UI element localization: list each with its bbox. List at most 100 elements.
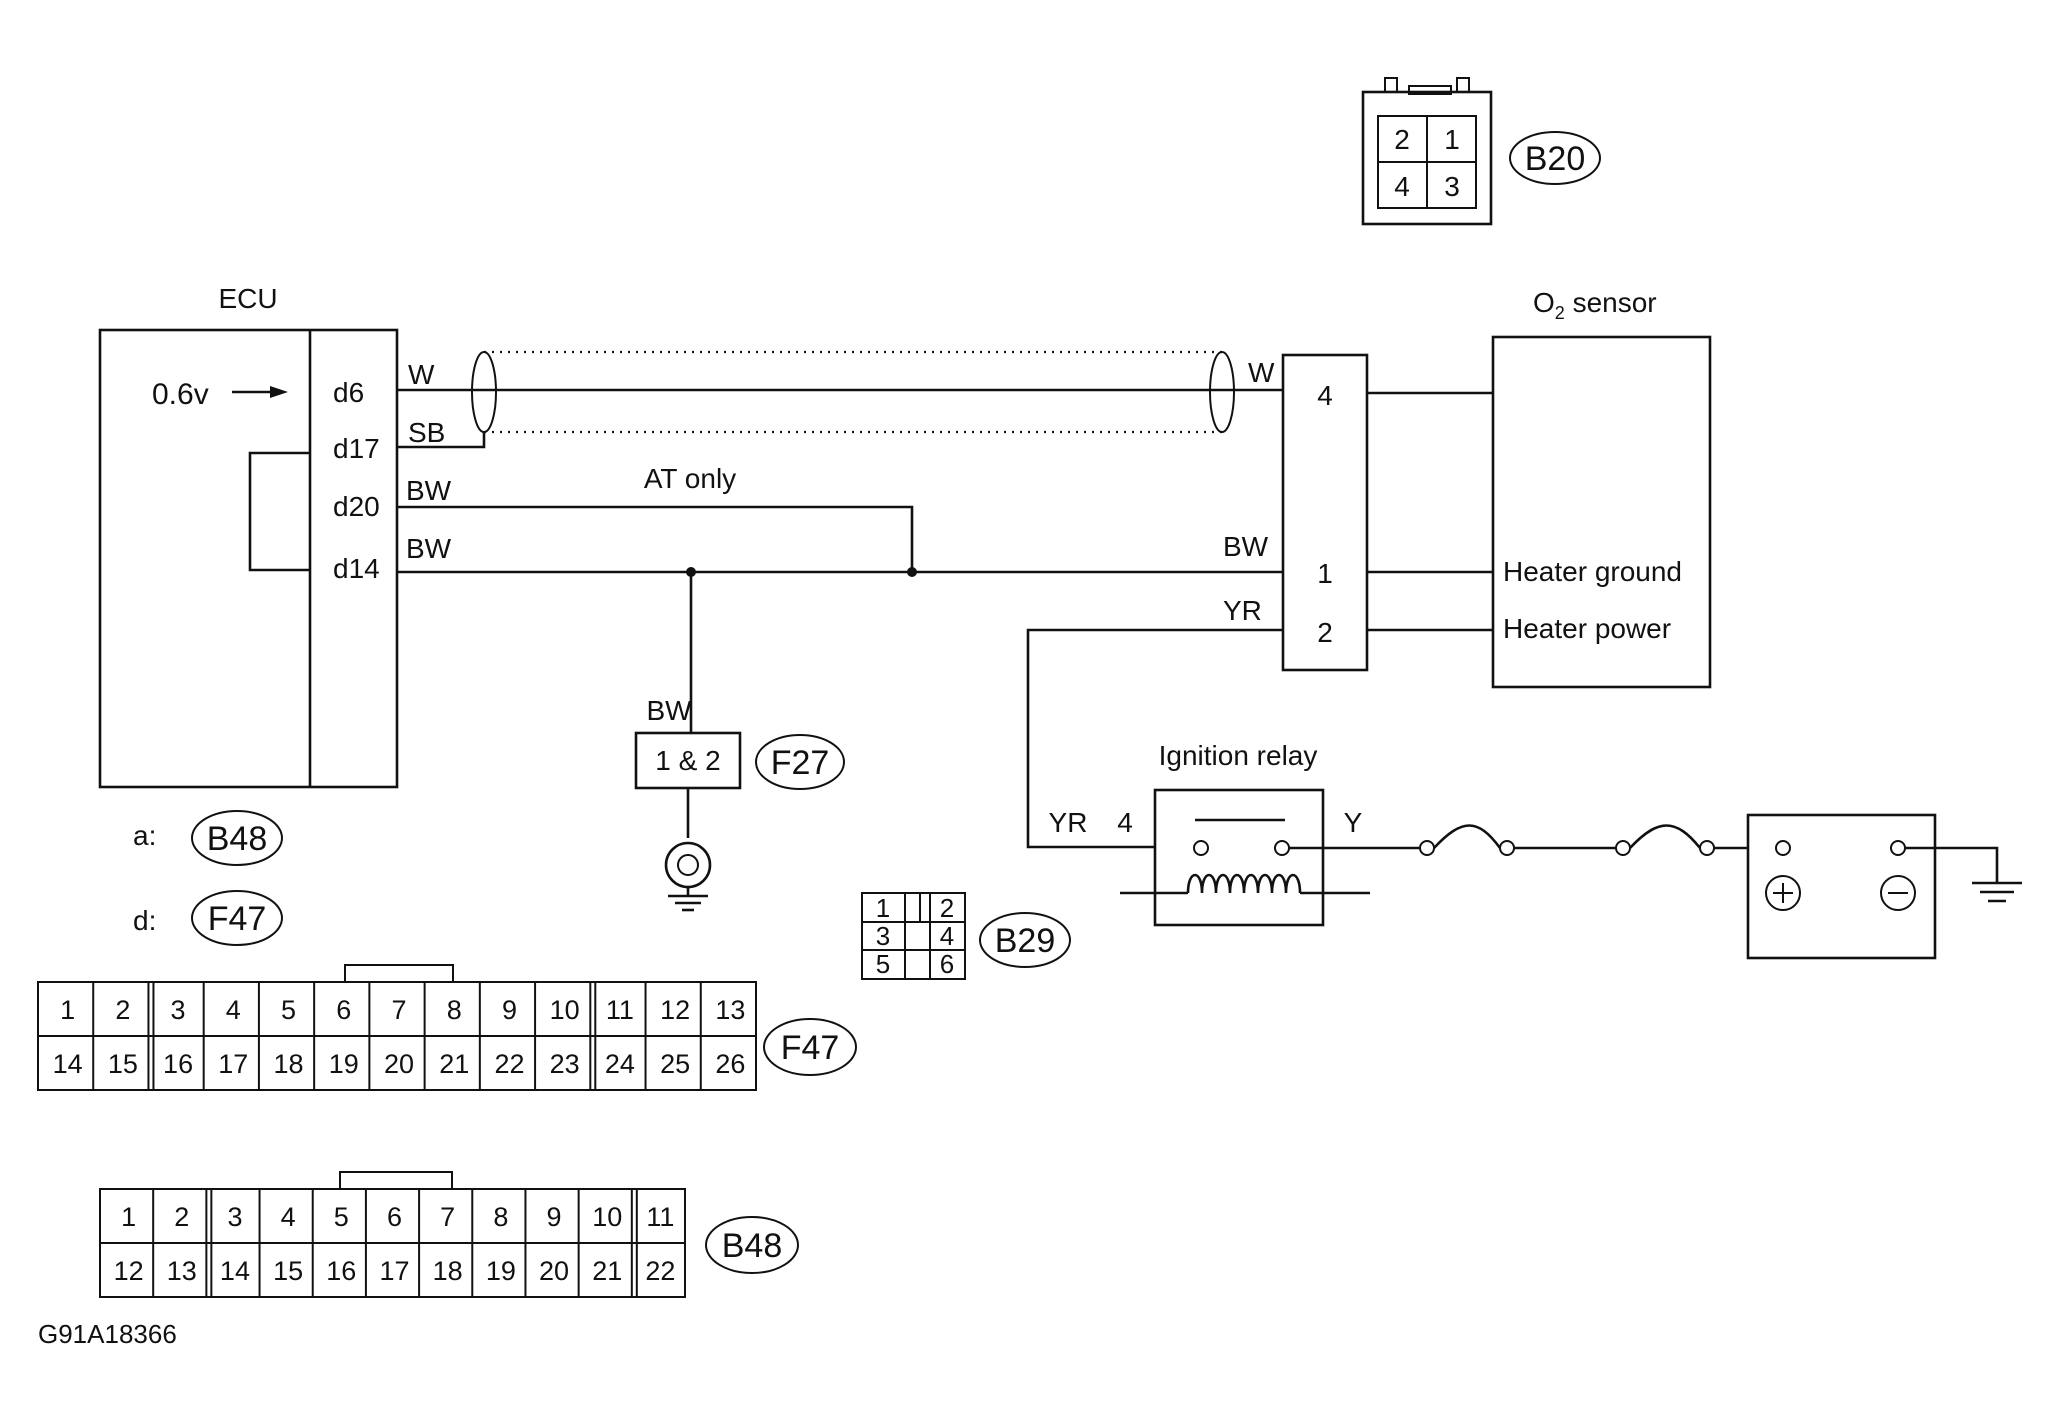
o2-pin-heater-ground: Heater ground: [1503, 556, 1682, 587]
f47-pin-10: 10: [550, 995, 580, 1025]
relay-coil-icon: [1186, 873, 1302, 894]
ignition-relay-title: Ignition relay: [1159, 740, 1318, 771]
ground-terminal-icon: [664, 841, 712, 912]
connector-b29: 1 2 3 4 5 6 B29: [861, 892, 1071, 980]
b48-pin-9: 9: [547, 1202, 562, 1232]
wiring: W SB BW BW AT only W BW YR: [397, 350, 1283, 849]
battery: [1746, 813, 2022, 960]
legend-a-key: a:: [133, 820, 156, 851]
ground-wire-label: BW: [646, 695, 692, 726]
f47-badge: F47: [781, 1029, 840, 1067]
b48-pin-4: 4: [281, 1202, 296, 1232]
minus-icon: [1880, 875, 1916, 911]
legend: a: B48 d: F47: [133, 810, 283, 946]
f47-pin-16: 16: [163, 1049, 193, 1079]
b48-pin-2: 2: [174, 1202, 189, 1232]
relay-in-wire-label: YR: [1049, 807, 1088, 838]
ecu-title: ECU: [218, 283, 277, 314]
f47-pin-7: 7: [391, 995, 406, 1025]
b20-badge: B20: [1525, 140, 1586, 178]
f47-pin-21: 21: [439, 1049, 469, 1079]
fuse-icon: [1433, 824, 1502, 849]
legend-d-key: d:: [133, 905, 156, 936]
b48-pin-20: 20: [539, 1256, 569, 1286]
b48-pin-22: 22: [645, 1256, 675, 1286]
b48-pin-10: 10: [592, 1202, 622, 1232]
o2-title-rest: sensor: [1565, 287, 1657, 318]
b29-cell-6: 6: [940, 949, 954, 979]
b29-cell-4: 4: [940, 921, 954, 951]
f47-pin-5: 5: [281, 995, 296, 1025]
legend-a-value: B48: [207, 820, 268, 858]
b29-cell-3: 3: [876, 921, 890, 951]
ecu-terminal-d17: d17: [333, 433, 380, 464]
f47-pin-4: 4: [226, 995, 241, 1025]
at-only-note: AT only: [644, 463, 736, 494]
b48-pin-5: 5: [334, 1202, 349, 1232]
b48-pin-14: 14: [220, 1256, 250, 1286]
junction-pin-4: 4: [1317, 380, 1333, 411]
ground-connector-pins: 1 & 2: [655, 745, 720, 776]
f47-pin-22: 22: [494, 1049, 524, 1079]
f47-pin-18: 18: [274, 1049, 304, 1079]
junction-pin-1: 1: [1317, 558, 1333, 589]
f27-badge: F27: [771, 744, 830, 782]
f47-pin-26: 26: [715, 1049, 745, 1079]
wire-label-d17: SB: [408, 417, 445, 448]
plus-icon: [1765, 875, 1801, 911]
ecu-internal-loop: [248, 451, 310, 572]
f47-pin-8: 8: [447, 995, 462, 1025]
b20-cell-4: 3: [1444, 171, 1460, 202]
f47-pin-17: 17: [218, 1049, 248, 1079]
ecu-terminal-d14: d14: [333, 553, 380, 584]
b48-pin-16: 16: [326, 1256, 356, 1286]
relay-pin-4: 4: [1117, 807, 1133, 838]
wire-label-right-w: W: [1248, 357, 1275, 388]
b48-badge: B48: [722, 1227, 783, 1265]
ecu-terminal-d6: d6: [333, 377, 364, 408]
wire-label-right-bw: BW: [1223, 531, 1269, 562]
wire-label-d6: W: [408, 359, 435, 390]
o2-sensor: O2 sensor Heater ground Heater power: [1491, 287, 1712, 689]
b20-cell-1: 2: [1394, 124, 1410, 155]
b29-cell-1: 1: [876, 893, 890, 923]
f47-pin-11: 11: [606, 995, 634, 1025]
f47-pin-1: 1: [60, 995, 75, 1025]
ignition-relay: Ignition relay 4 YR Y: [1049, 740, 1370, 927]
b48-pin-21: 21: [592, 1256, 622, 1286]
b29-cell-2: 2: [940, 893, 954, 923]
o2-pin-heater-power: Heater power: [1503, 613, 1671, 644]
f47-pin-9: 9: [502, 995, 517, 1025]
b48-pin-11: 11: [646, 1202, 674, 1232]
svg-text:O2 sensor: O2 sensor: [1533, 287, 1657, 323]
connector-b20: 2 1 4 3 B20: [1361, 77, 1601, 226]
b48-pin-19: 19: [486, 1256, 516, 1286]
b48-pin-18: 18: [433, 1256, 463, 1286]
b48-pin-17: 17: [379, 1256, 409, 1286]
b48-pin-8: 8: [493, 1202, 508, 1232]
o2-title-sub: 2: [1555, 303, 1565, 323]
wire-label-d20: BW: [406, 475, 452, 506]
o2-title-main: O: [1533, 287, 1555, 318]
f47-pin-13: 13: [715, 995, 745, 1025]
ground-icon: [1972, 881, 2022, 903]
b29-badge: B29: [995, 922, 1056, 960]
b48-pin-3: 3: [227, 1202, 242, 1232]
f47-pin-15: 15: [108, 1049, 138, 1079]
f47-pin-6: 6: [336, 995, 351, 1025]
f47-pin-3: 3: [171, 995, 186, 1025]
b48-pin-13: 13: [167, 1256, 197, 1286]
b48-pin-6: 6: [387, 1202, 402, 1232]
f47-pin-12: 12: [660, 995, 690, 1025]
f47-pin-19: 19: [329, 1049, 359, 1079]
ground-connector-f27: BW 1 & 2 F27: [634, 695, 845, 912]
f47-pin-20: 20: [384, 1049, 414, 1079]
fuse-icon: [1629, 824, 1702, 849]
figure-id: G91A18366: [38, 1319, 177, 1349]
b48-pin-7: 7: [440, 1202, 455, 1232]
b20-cell-2: 1: [1444, 124, 1460, 155]
ecu-terminal-d20: d20: [333, 491, 380, 522]
